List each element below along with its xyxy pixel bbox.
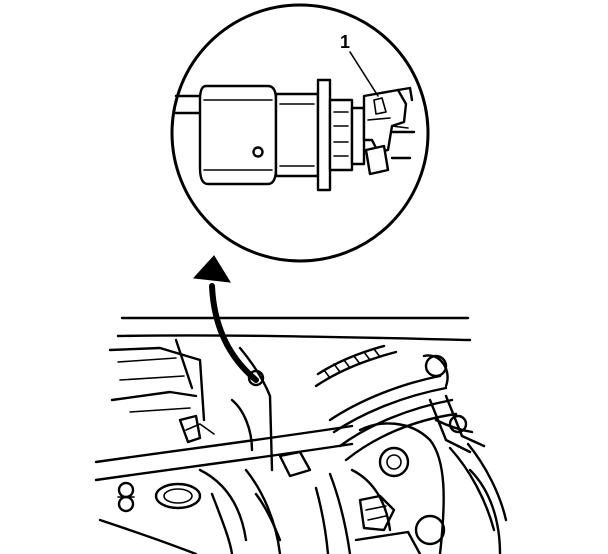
wiring-harness [328, 354, 508, 532]
engine-compartment [94, 316, 508, 554]
sensor-location-marker [247, 369, 265, 387]
leader-line [349, 51, 379, 97]
engine-front [314, 422, 502, 554]
callout-label-1: 1 [340, 32, 350, 52]
sensor-component [198, 78, 366, 192]
detail-circle [170, 3, 430, 263]
lower-left-fasteners [98, 481, 202, 554]
detail-inset: 1 [170, 3, 430, 263]
electrical-connector [362, 86, 414, 176]
magnify-arrow [192, 255, 259, 383]
callout-1: 1 [340, 32, 379, 97]
